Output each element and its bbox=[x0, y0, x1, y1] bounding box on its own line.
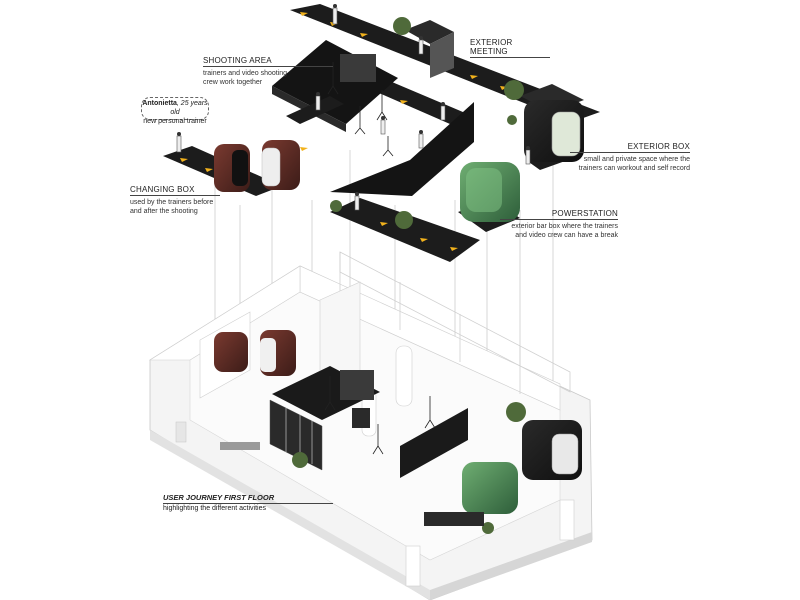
shooting-area-title: SHOOTING AREA bbox=[203, 56, 333, 67]
exterior-meeting-booth bbox=[340, 20, 454, 82]
persona-callout: Antonietta, 25 years old new personal tr… bbox=[141, 97, 209, 125]
exterior-meeting-title: EXTERIOR MEETING bbox=[470, 38, 550, 58]
user-journey-title: USER JOURNEY FIRST FLOOR bbox=[163, 493, 333, 504]
exterior-box-label: EXTERIOR BOX small and private space whe… bbox=[570, 142, 690, 173]
exterior-meeting-label: EXTERIOR MEETING bbox=[470, 38, 550, 60]
user-journey-label: USER JOURNEY FIRST FLOOR highlighting th… bbox=[163, 493, 333, 513]
exterior-box-line1: small and private space where the bbox=[583, 156, 690, 163]
powerstation-line1: exterior bar box where the trainers bbox=[511, 223, 618, 230]
exterior-box-title: EXTERIOR BOX bbox=[570, 142, 690, 153]
persona-role: new personal trainer bbox=[143, 118, 207, 125]
powerstation-title: POWERSTATION bbox=[500, 209, 618, 220]
changing-box-pods bbox=[214, 140, 300, 192]
shooting-area-line1: trainers and video shooting bbox=[203, 70, 288, 77]
people-figures bbox=[176, 4, 531, 211]
changing-box-label: CHANGING BOX used by the trainers before… bbox=[130, 185, 220, 216]
powerstation-line2: and video crew can have a break bbox=[515, 232, 618, 239]
user-journey-subtitle: highlighting the different activities bbox=[163, 505, 266, 512]
changing-box-title: CHANGING BOX bbox=[130, 185, 220, 196]
camera-tripod-icons bbox=[327, 62, 394, 157]
shooting-area-label: SHOOTING AREA trainers and video shootin… bbox=[203, 56, 333, 87]
changing-box-line2: and after the shooting bbox=[130, 208, 198, 215]
plant-icons bbox=[330, 17, 524, 229]
powerstation-cube bbox=[460, 162, 520, 222]
persona-age: , 25 years old bbox=[170, 100, 208, 116]
shooting-area-platform bbox=[272, 40, 474, 196]
changing-box-line1: used by the trainers before bbox=[130, 199, 214, 206]
powerstation-label: POWERSTATION exterior bar box where the … bbox=[500, 209, 618, 240]
building-model bbox=[148, 251, 593, 600]
shooting-area-line2: crew work together bbox=[203, 79, 263, 86]
persona-name: Antonietta bbox=[142, 100, 177, 107]
exterior-box-cube bbox=[520, 84, 584, 162]
exterior-box-line2: trainers can workout and self record bbox=[578, 165, 690, 172]
